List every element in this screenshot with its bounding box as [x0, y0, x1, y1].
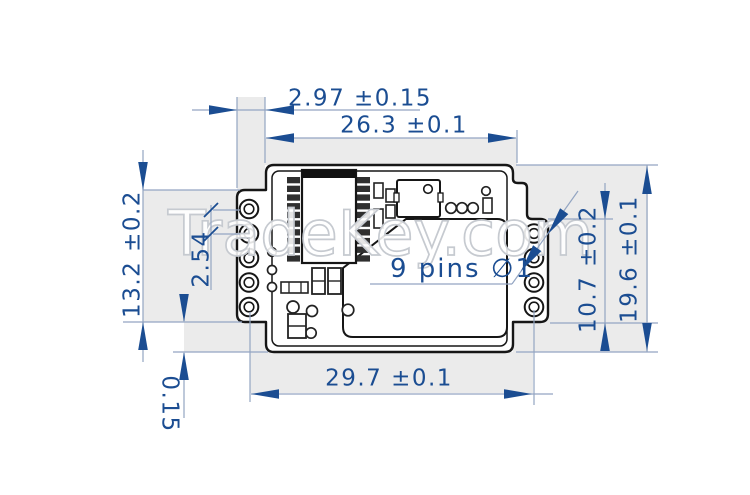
dim-top-offset: 2.97 ±0.15 [287, 85, 433, 112]
shield-area-outline [342, 218, 508, 338]
pins-count-note: 9 pins ∅1 [389, 254, 535, 284]
dim-top-width: 26.3 ±0.1 [340, 112, 468, 139]
leader-arrowhead [521, 245, 542, 271]
dim-overall-height: 19.6 ±0.1 [616, 195, 643, 323]
leader-arrowhead [548, 208, 569, 234]
dimension-arrows [138, 105, 652, 399]
pitch-tick-marks [203, 202, 219, 242]
ic-with-pads [287, 168, 370, 265]
dim-left-height: 13.2 ±0.2 [119, 190, 146, 318]
passive-components [373, 182, 493, 229]
dim-pin-pitch: 2.54 [188, 230, 215, 288]
dim-right-height: 10.7 ±0.2 [575, 205, 602, 333]
dim-bottom-offset: 0.15 [156, 375, 183, 433]
via-holes [266, 185, 492, 340]
sensor-can [393, 179, 444, 218]
bottom-components [280, 267, 342, 339]
dim-bottom-width: 29.7 ±0.1 [325, 365, 453, 392]
